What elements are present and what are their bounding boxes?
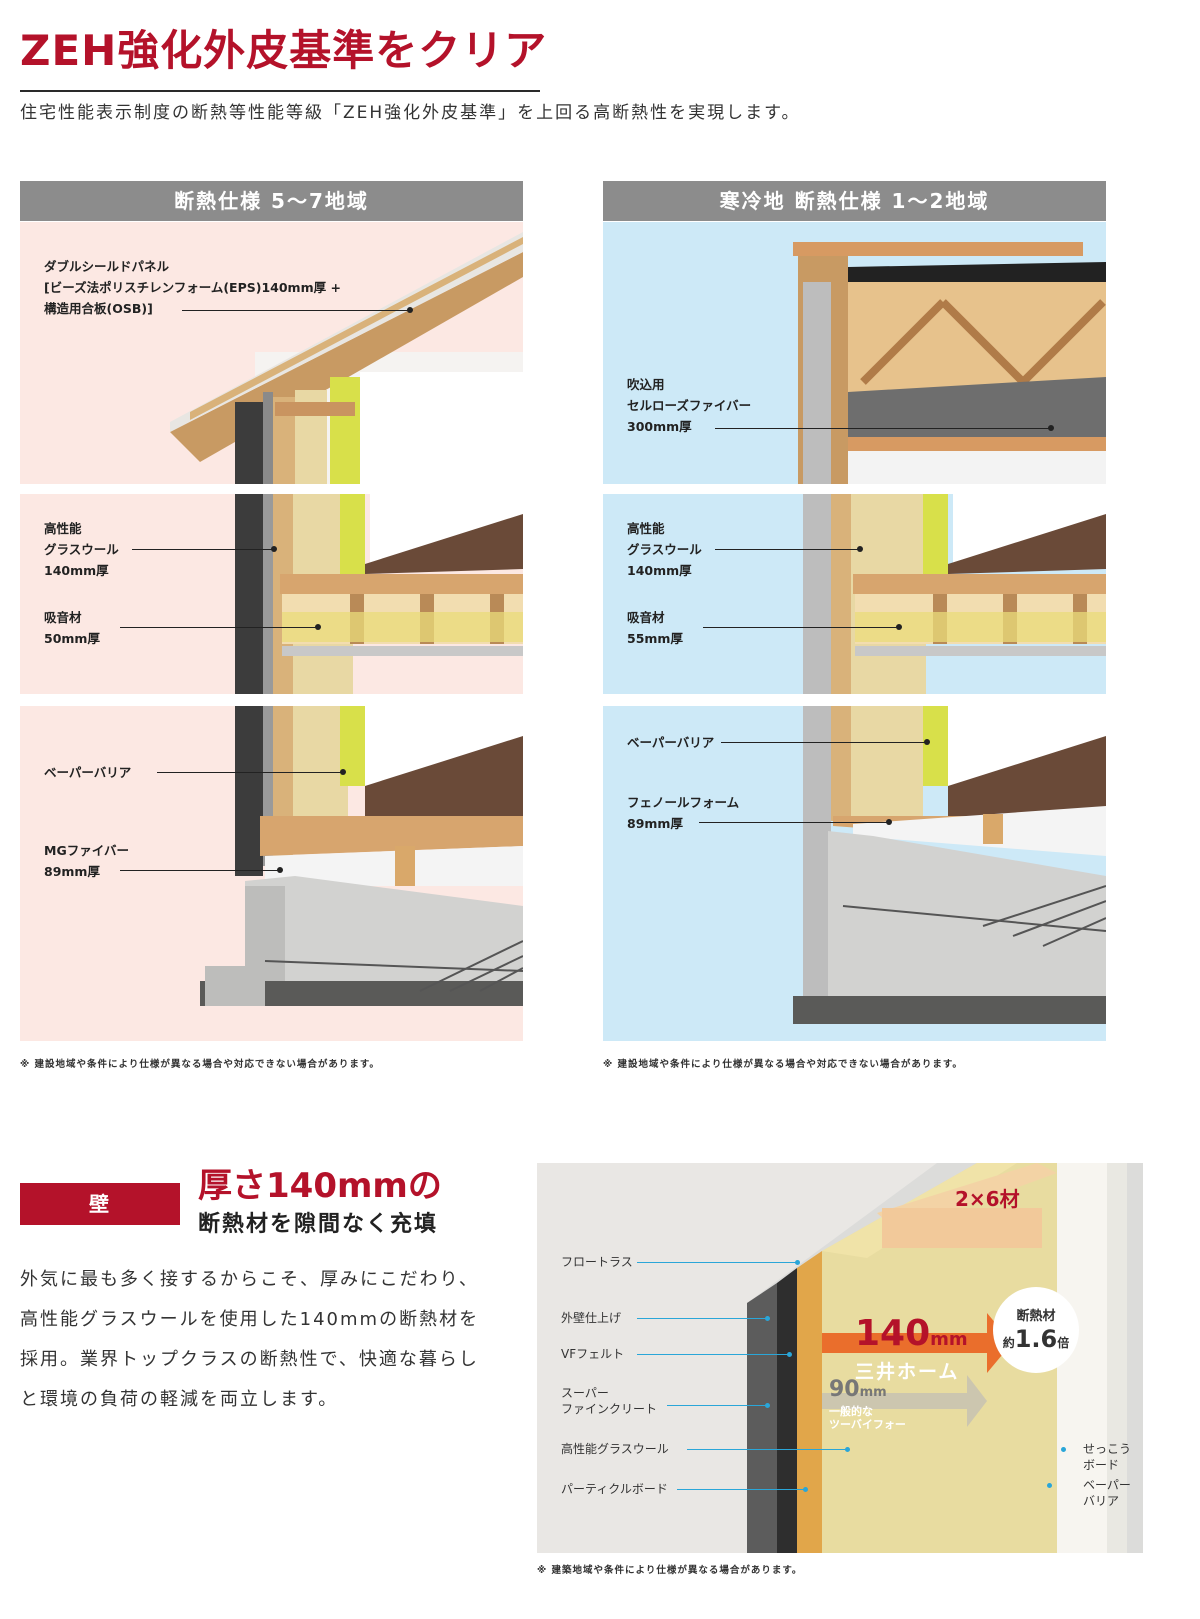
left-roof-section: ダブルシールドパネル [ビーズ法ポリスチレンフォーム(EPS)140mm厚 + …	[20, 222, 523, 484]
page-title: ZEH強化外皮基準をクリア	[20, 26, 548, 75]
wall-body-text: 外気に最も多く接するからこそ、厚みにこだわり、高性能グラスウールを使用した140…	[20, 1269, 480, 1410]
wall-cross-section-figure: 2×6材 140mm 三井ホーム 90mm 一般的な ツーバイフォー 断熱材 約…	[537, 1163, 1143, 1553]
general-name: 一般的な ツーバイフォー	[829, 1405, 906, 1431]
wall-floor-illustration	[803, 494, 1106, 694]
wall-subheadline: 断熱材を隙間なく充填	[198, 1212, 439, 1237]
leader-dot	[277, 867, 283, 873]
leader-dot	[1048, 425, 1054, 431]
label-mg-fiber: MGファイバー 89mm厚	[44, 843, 129, 879]
leader-dot	[340, 769, 346, 775]
left-wall-section: 高性能 グラスウール 140mm厚 吸音材 50mm厚	[20, 494, 523, 694]
leader-dot	[886, 819, 892, 825]
left-foundation-section: ベーパーバリア MGファイバー 89mm厚	[20, 706, 523, 1041]
leader-dot	[924, 739, 930, 745]
right-ceiling-section: 吹込用 セルローズファイバー 300mm厚	[603, 222, 1106, 484]
wall-floor-illustration	[235, 494, 523, 694]
foundation-illustration	[200, 706, 523, 1006]
title-underline	[20, 90, 540, 92]
leader-dot	[315, 624, 321, 630]
label-super-finecrete: スーパー ファインクリート	[561, 1386, 658, 1416]
label-float-truss: フロートラス	[561, 1255, 633, 1269]
label-vapor-barrier: ベーパーバリア	[627, 735, 715, 750]
label-glass-wool: 高性能グラスウール	[561, 1442, 669, 1456]
wall-illustration	[747, 1163, 1143, 1553]
mitsui-name: 三井ホーム	[855, 1361, 960, 1383]
label-roof-panel: ダブルシールドパネル [ビーズ法ポリスチレンフォーム(EPS)140mm厚 + …	[44, 259, 341, 316]
right-foundation-section: ベーパーバリア フェノールフォーム 89mm厚	[603, 706, 1106, 1041]
wall-tag: 壁	[20, 1183, 180, 1225]
stud-label: 2×6材	[955, 1187, 1020, 1211]
right-wall-section: 高性能 グラスウール 140mm厚 吸音材 55mm厚	[603, 494, 1106, 694]
label-sound-absorber: 吸音材 55mm厚	[627, 610, 683, 646]
right-note: ※ 建設地域や条件により仕様が異なる場合や対応できない場合があります。	[603, 1059, 963, 1070]
leader-dot	[857, 546, 863, 552]
leader-dot	[896, 624, 902, 630]
leader-dot	[271, 546, 277, 552]
ceiling-illustration	[793, 242, 1106, 484]
label-glass-wool: 高性能 グラスウール 140mm厚	[44, 521, 119, 578]
mitsui-measure: 140mm	[855, 1313, 968, 1354]
left-panel-heading: 断熱仕様 5〜7地域	[20, 181, 523, 221]
wall-note: ※ 建築地域や条件により仕様が異なる場合があります。	[537, 1565, 803, 1576]
label-cellulose: 吹込用 セルローズファイバー 300mm厚	[627, 377, 752, 434]
label-vapor-barrier: ベーパー バリア	[1083, 1478, 1131, 1508]
leader-dot	[407, 307, 413, 313]
ratio-badge: 断熱材 約1.6倍	[993, 1287, 1079, 1373]
label-sound-absorber: 吸音材 50mm厚	[44, 610, 100, 646]
label-vapor-barrier: ベーパーバリア	[44, 765, 132, 780]
label-particle-board: パーティクルボード	[561, 1482, 668, 1496]
wall-headline: 厚さ140mmの	[198, 1166, 442, 1206]
label-exterior-finish: 外壁仕上げ	[561, 1311, 622, 1325]
page-subtitle: 住宅性能表示制度の断熱等性能等級「ZEH強化外皮基準」を上回る高断熱性を実現しま…	[20, 103, 801, 123]
label-gypsum-board: せっこう ボード	[1083, 1442, 1132, 1472]
label-glass-wool: 高性能 グラスウール 140mm厚	[627, 521, 702, 578]
label-vf-felt: VFフェルト	[561, 1347, 625, 1361]
label-phenol-foam: フェノールフォーム 89mm厚	[627, 795, 740, 831]
general-measure: 90mm	[829, 1377, 887, 1402]
roof-illustration	[170, 232, 523, 484]
foundation-illustration	[793, 706, 1106, 1024]
right-panel-heading: 寒冷地 断熱仕様 1〜2地域	[603, 181, 1106, 221]
left-note: ※ 建設地域や条件により仕様が異なる場合や対応できない場合があります。	[20, 1059, 380, 1070]
